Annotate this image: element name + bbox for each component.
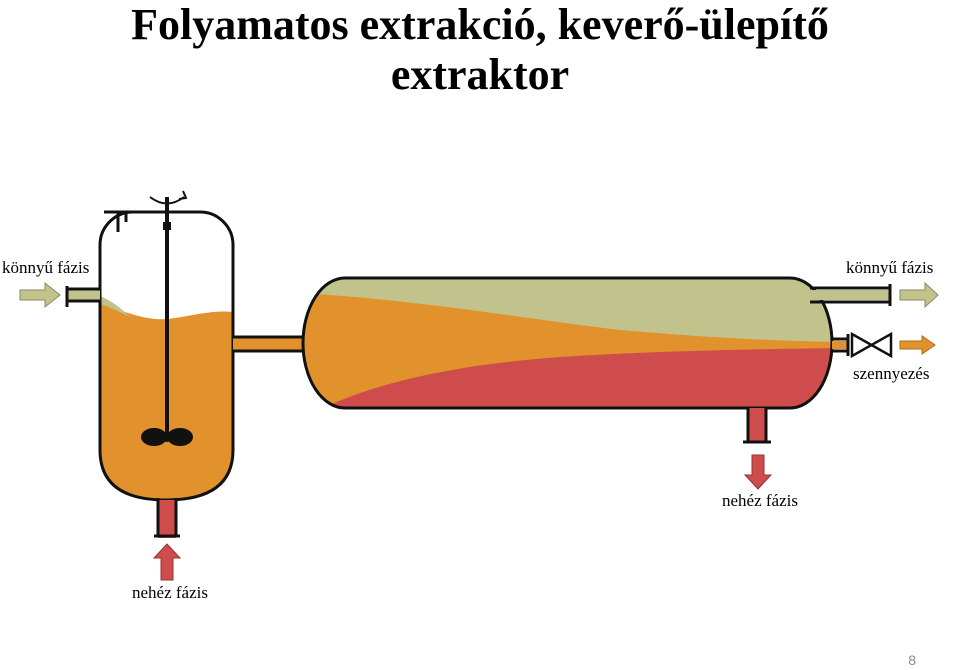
stirrer-impeller-icon (141, 428, 193, 446)
light-phase-out-arrow-icon (899, 281, 939, 309)
label-light-phase-out: könnyű fázis (846, 258, 934, 277)
rotation-arrow-icon (149, 190, 188, 205)
connecting-pipe (233, 335, 305, 353)
heavy-phase-inlet-pipe (158, 500, 176, 538)
label-impurity-out: szennyezés (853, 364, 930, 383)
mixer-light-phase-stream (100, 296, 130, 317)
title-line-1: Folyamatos extrakció, keverő-ülepítő (131, 0, 829, 49)
label-light-phase-in: könnyű fázis (2, 258, 90, 277)
light-phase-outlet-nozzle (810, 284, 892, 306)
settler-vessel (301, 276, 893, 444)
settler-outline (301, 276, 834, 410)
heavy-phase-out-arrow-icon (743, 454, 773, 490)
slide-title: Folyamatos extrakció, keverő-ülepítő ext… (0, 0, 960, 100)
heavy-phase-in-arrow-icon (152, 543, 182, 581)
settler-heavy-layer (303, 348, 832, 408)
label-heavy-phase-out: nehéz fázis (722, 491, 798, 510)
label-heavy-phase-in: nehéz fázis (132, 583, 208, 602)
impurity-out-arrow-icon (899, 335, 936, 355)
page-number: 8 (908, 652, 916, 668)
light-phase-in-arrow-icon (19, 281, 61, 309)
heavy-phase-outlet-pipe (748, 408, 766, 442)
valve-icon (850, 331, 893, 359)
top-vent-nozzle (104, 210, 133, 232)
light-phase-inlet-nozzle (67, 289, 100, 301)
title-line-2: extraktor (390, 50, 570, 99)
mixer-vessel (65, 190, 235, 538)
